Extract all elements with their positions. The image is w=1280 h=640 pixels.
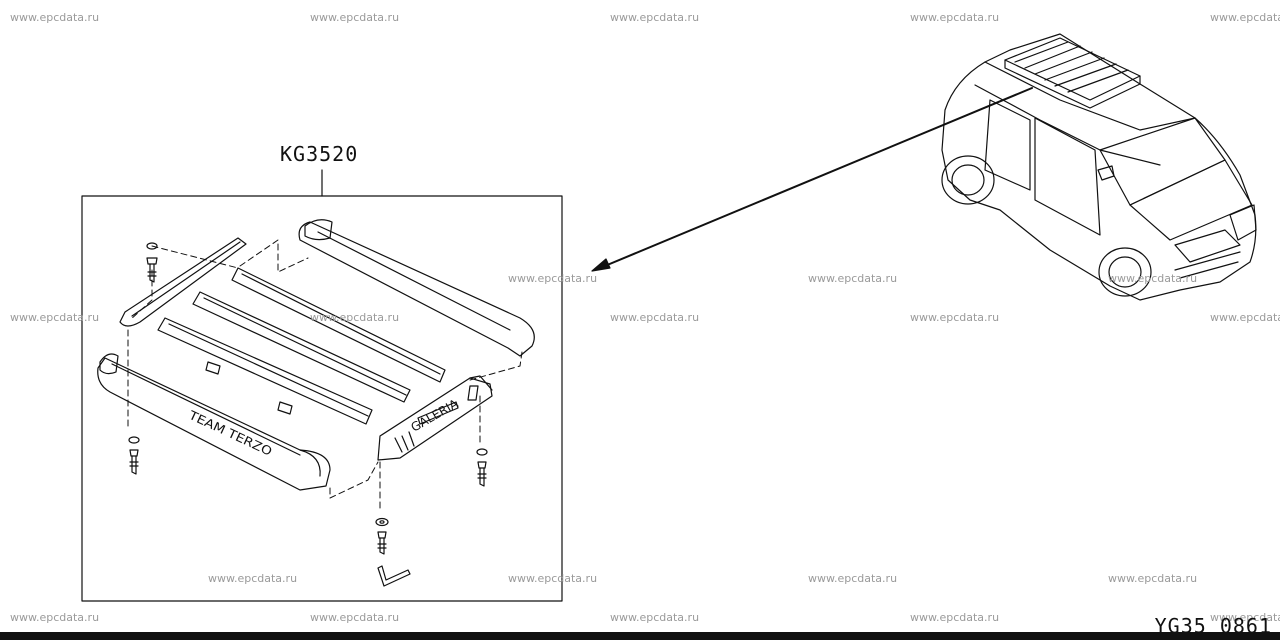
assembly-leader-lines bbox=[127, 239, 523, 513]
watermark: www.epcdata.ru bbox=[1108, 272, 1198, 285]
watermark: www.epcdata.ru bbox=[808, 572, 898, 585]
watermark: www.epcdata.ru bbox=[1210, 611, 1280, 624]
watermark: www.epcdata.ru bbox=[10, 311, 100, 324]
watermark: www.epcdata.ru bbox=[310, 611, 400, 624]
watermark: www.epcdata.ru bbox=[1108, 572, 1198, 585]
watermark: www.epcdata.ru bbox=[610, 611, 700, 624]
rack-side-label-right: GALERIA bbox=[409, 396, 462, 435]
watermark: www.epcdata.ru bbox=[508, 272, 598, 285]
watermark: www.epcdata.ru bbox=[910, 311, 1000, 324]
watermark: www.epcdata.ru bbox=[910, 11, 1000, 24]
roof-rack-assembly bbox=[97, 219, 535, 491]
watermark: www.epcdata.ru bbox=[808, 272, 898, 285]
watermark: www.epcdata.ru bbox=[10, 611, 100, 624]
watermark: www.epcdata.ru bbox=[508, 572, 598, 585]
watermark: www.epcdata.ru bbox=[310, 311, 400, 324]
hex-key-tool bbox=[377, 565, 411, 587]
watermark: www.epcdata.ru bbox=[310, 11, 400, 24]
watermark: www.epcdata.ru bbox=[910, 611, 1000, 624]
vehicle-illustration bbox=[941, 33, 1257, 301]
part-number-label: KG3520 bbox=[280, 142, 359, 166]
fastener-left bbox=[128, 436, 140, 475]
pointer-arrow bbox=[591, 87, 1033, 272]
watermark: www.epcdata.ru bbox=[1210, 11, 1280, 24]
fastener-top-left bbox=[146, 242, 158, 283]
watermark: www.epcdata.ru bbox=[610, 311, 700, 324]
watermark: www.epcdata.ru bbox=[610, 11, 700, 24]
fastener-right bbox=[476, 448, 488, 487]
fastener-bottom bbox=[375, 517, 389, 555]
parts-box bbox=[81, 195, 563, 602]
rack-side-label-left: TEAM TERZO bbox=[186, 408, 275, 459]
bottom-border bbox=[0, 632, 1280, 640]
watermark: www.epcdata.ru bbox=[10, 11, 100, 24]
watermark: www.epcdata.ru bbox=[1210, 311, 1280, 324]
watermark: www.epcdata.ru bbox=[208, 572, 298, 585]
